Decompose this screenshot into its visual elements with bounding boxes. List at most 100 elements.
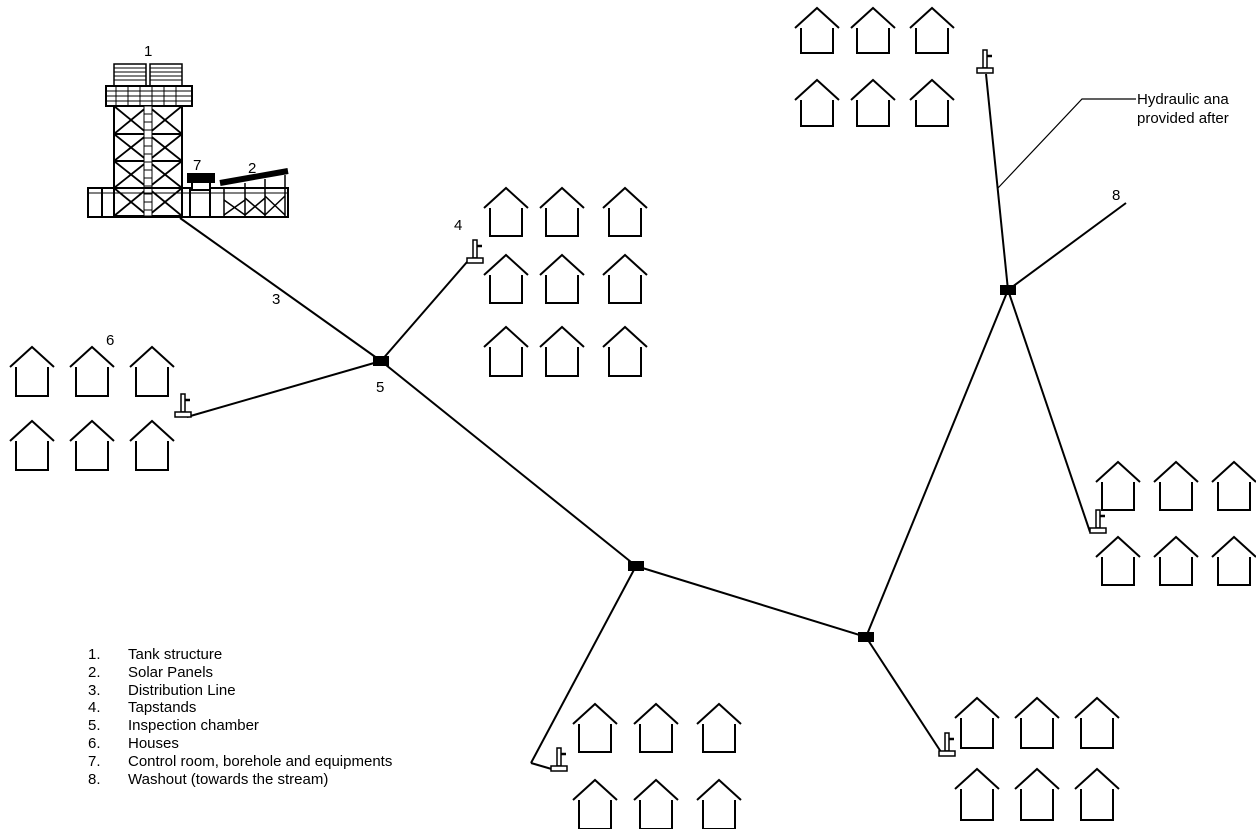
label-washout: 8 (1112, 187, 1120, 204)
control-room (187, 173, 215, 191)
pipe-junction-ne-to-tapstand-east (1007, 289, 1091, 533)
house (602, 325, 648, 377)
legend-number: 3. (88, 681, 101, 699)
legend-item: 4. Tapstands (88, 699, 392, 717)
house (539, 325, 585, 377)
legend-text: Tank structure (128, 646, 223, 663)
tapstand (1089, 509, 1107, 534)
annotation-line-2: provided after (1137, 110, 1229, 127)
house (539, 253, 585, 304)
tapstand (976, 49, 994, 74)
label-chamber: 5 (376, 379, 384, 396)
legend-text: Control room, borehole and equipments (128, 752, 393, 770)
house (633, 778, 679, 829)
legend-number: 6. (88, 734, 101, 752)
house (1074, 767, 1120, 821)
legend-number: 7. (88, 752, 101, 770)
legend-item: 6. Houses (88, 735, 392, 753)
legend-item: 7. Control room, borehole and equipments (88, 753, 392, 771)
house (1095, 460, 1141, 511)
legend-text: Solar Panels (128, 663, 214, 681)
house (129, 345, 175, 397)
legend-text: Washout (towards the stream) (128, 770, 329, 788)
houses (9, 6, 1256, 829)
house (69, 419, 115, 471)
legend-text: Tapstands (128, 699, 197, 717)
house (572, 778, 618, 829)
house (483, 325, 529, 377)
legend-text: Distribution Line (128, 681, 236, 699)
legend-item: 5. Inspection chamber (88, 717, 392, 735)
house (1211, 460, 1256, 511)
label-tapstand: 4 (454, 217, 462, 234)
label-line: 3 (272, 291, 280, 308)
house (483, 186, 529, 237)
annotation-leader (997, 98, 1136, 189)
pipe-junction-east-to-junction-ne (865, 289, 1009, 638)
tapstand (174, 393, 192, 418)
house (1074, 696, 1120, 749)
tapstand (938, 732, 956, 757)
inspection-chamber (1000, 285, 1016, 295)
inspection-chamber (628, 561, 644, 571)
label-solar: 2 (248, 160, 256, 177)
pipe-junction-ne-to-washout (1007, 202, 1127, 291)
pipe-junction-mid-to-junction-east (635, 565, 867, 638)
house (9, 345, 55, 397)
annotation-line-1: Hydraulic ana (1137, 91, 1229, 108)
pipe-chamber-to-junction-mid (380, 360, 637, 567)
house (602, 253, 648, 304)
house (1153, 535, 1199, 586)
label-control: 7 (193, 157, 201, 174)
pipe-junction-ne-to-tapstand-north (985, 73, 1009, 291)
solar-panels (219, 168, 289, 217)
inspection-chamber (373, 356, 389, 366)
house (1014, 767, 1060, 821)
legend-number: 5. (88, 717, 101, 735)
house (572, 702, 618, 753)
tapstands (174, 49, 1107, 772)
house (909, 78, 955, 127)
legend: 1. Tank structure 2. Solar Panels 3. Distri… (88, 646, 392, 788)
house (483, 253, 529, 304)
distribution-lines (179, 73, 1127, 771)
house (954, 696, 1000, 749)
house (794, 78, 840, 127)
tapstand (466, 239, 484, 264)
legend-number: 4. (88, 699, 101, 717)
legend-text: Houses (128, 734, 179, 752)
tapstand (550, 747, 568, 772)
house (794, 6, 840, 54)
house (602, 186, 648, 237)
pipe-junction-east-to-tapstand-se (865, 636, 944, 756)
pipe-chamber-to-tapstand-4 (380, 261, 468, 362)
legend-item: 1. Tank structure (88, 646, 392, 664)
tank-structure (87, 63, 289, 218)
label-houses: 6 (106, 332, 114, 349)
pipe-junction-mid-to-tapstand-south (530, 565, 637, 764)
house (9, 419, 55, 471)
house (1153, 460, 1199, 511)
house (1211, 535, 1256, 586)
pipe-chamber-to-tapstand-west (186, 360, 382, 418)
legend-number: 8. (88, 770, 101, 788)
house (954, 767, 1000, 821)
house (633, 702, 679, 753)
legend-number: 2. (88, 663, 101, 681)
pipe-tank-to-chamber (179, 217, 382, 362)
house (129, 419, 175, 471)
legend-text: Inspection chamber (128, 717, 259, 735)
house (69, 345, 115, 397)
inspection-chambers (373, 285, 1016, 642)
house (909, 6, 955, 54)
house (696, 778, 742, 829)
legend-item: 2. Solar Panels (88, 664, 392, 682)
legend-item: 3. Distribution Line (88, 682, 392, 700)
house (696, 702, 742, 753)
house (850, 6, 896, 54)
legend-number: 1. (88, 646, 101, 663)
house (850, 78, 896, 127)
house (1014, 696, 1060, 749)
house (539, 186, 585, 237)
